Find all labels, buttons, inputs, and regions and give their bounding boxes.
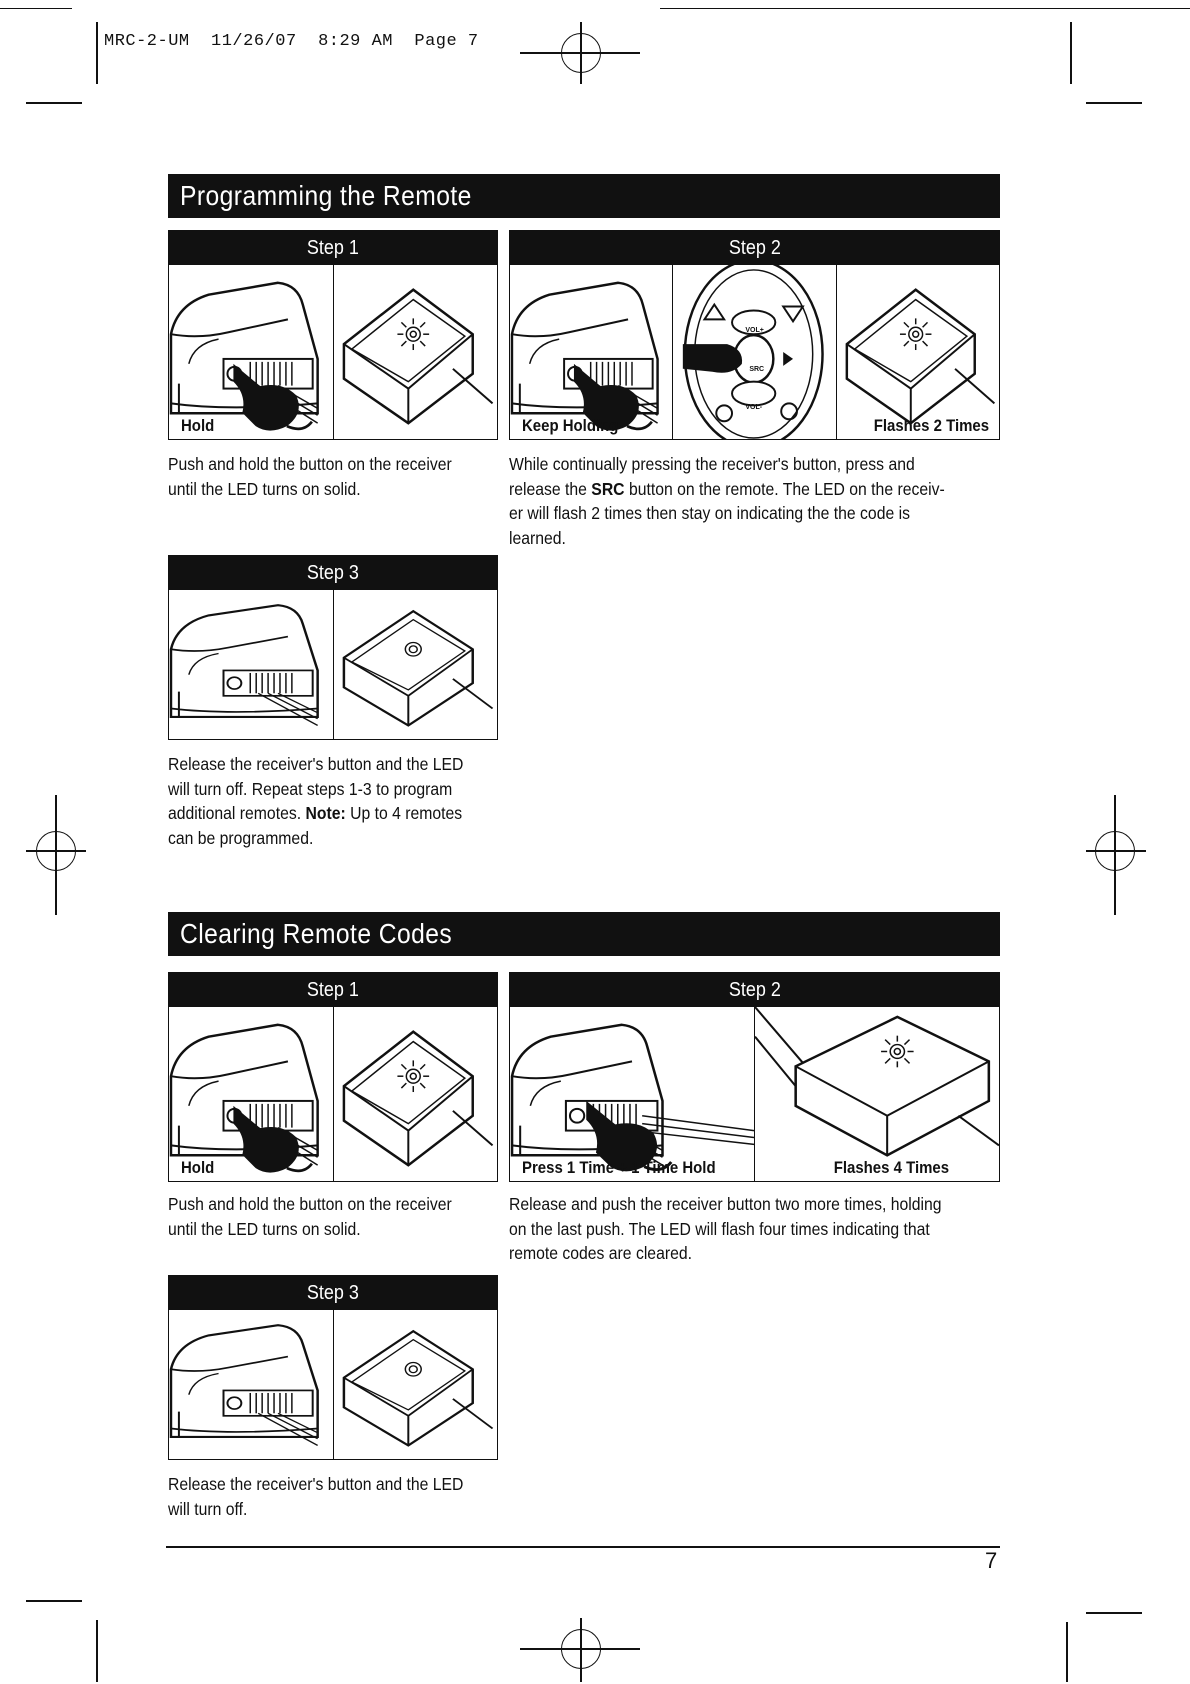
step-caption-left: Keep Holding: [522, 416, 632, 436]
clearing-step3-text: Release the receiver's button and the LE…: [168, 1472, 496, 1521]
programming-step1-panel: Step 1 Hold: [168, 230, 498, 440]
remote-illustration: VOL+ SRC VOL-: [673, 265, 836, 439]
slug-doc-id: MRC-2-UM: [104, 32, 190, 51]
registration-mark: [1095, 831, 1135, 871]
crop-mark: [26, 1600, 82, 1602]
remote-src-button: SRC: [749, 366, 764, 373]
slug-page: Page 7: [414, 32, 478, 51]
slug-time: 8:29 AM: [318, 32, 393, 51]
programming-step2-text: While continually pressing the receiver'…: [509, 452, 993, 550]
receiver-box-illustration: Flashes 4 Times: [755, 1007, 999, 1181]
remote-vol-down-button: VOL-: [745, 404, 762, 411]
step-label: Step 2: [510, 231, 999, 265]
step-caption: Hold: [181, 1158, 219, 1178]
section-title-programming: Programming the Remote: [168, 174, 1000, 218]
step-label: Step 3: [169, 556, 497, 590]
remote-vol-up-button: VOL+: [745, 327, 763, 334]
receiver-side-illustration: Keep Holding: [510, 265, 673, 439]
src-keyword: SRC: [591, 479, 624, 499]
section-title-clearing: Clearing Remote Codes: [168, 912, 1000, 956]
crop-mark: [26, 102, 82, 104]
receiver-box-illustration: [334, 1007, 498, 1181]
receiver-box-illustration: [334, 265, 498, 439]
crop-mark: [96, 22, 98, 84]
printer-slug: MRC-2-UM 11/26/07 8:29 AM Page 7: [104, 32, 479, 51]
crop-mark: [1066, 1622, 1068, 1682]
note-keyword: Note:: [305, 803, 345, 823]
crop-mark: [1070, 22, 1072, 84]
step-caption: Hold: [181, 416, 219, 436]
clearing-step1-text: Push and hold the button on the receiver…: [168, 1192, 483, 1241]
receiver-side-illustration: Hold: [169, 265, 334, 439]
step-caption-right: Flashes 4 Times: [818, 1158, 949, 1178]
clearing-step3-panel: Step 3: [168, 1275, 498, 1460]
clearing-step1-panel: Step 1 Hold: [168, 972, 498, 1182]
step-label: Step 1: [169, 231, 497, 265]
footer-rule: [166, 1546, 1000, 1548]
crop-mark: [96, 1620, 98, 1682]
programming-step1-text: Push and hold the button on the receiver…: [168, 452, 483, 501]
crop-mark: [0, 8, 72, 9]
receiver-side-illustration: [169, 590, 334, 739]
step-label: Step 1: [169, 973, 497, 1007]
programming-step2-panel: Step 2 Keep Holding VOL+: [509, 230, 1000, 440]
programming-step3-text: Release the receiver's button and the LE…: [168, 752, 496, 850]
receiver-box-illustration: [334, 590, 498, 739]
receiver-side-illustration: Hold: [169, 1007, 334, 1181]
registration-mark: [36, 831, 76, 871]
step-caption-left: Press 1 Time + 1 Time Hold: [522, 1158, 742, 1178]
registration-mark: [561, 33, 601, 73]
crop-mark: [1086, 102, 1142, 104]
crop-mark: [660, 8, 1190, 9]
crop-mark: [1086, 1612, 1142, 1614]
step-caption-right: Flashes 2 Times: [858, 416, 989, 436]
receiver-box-illustration: Flashes 2 Times: [837, 265, 999, 439]
receiver-side-illustration: [169, 1310, 334, 1459]
receiver-side-illustration: Press 1 Time + 1 Time Hold: [510, 1007, 755, 1181]
step-label: Step 3: [169, 1276, 497, 1310]
programming-step3-panel: Step 3: [168, 555, 498, 740]
clearing-step2-text: Release and push the receiver button two…: [509, 1192, 990, 1266]
step-label: Step 2: [510, 973, 999, 1007]
slug-date: 11/26/07: [211, 32, 297, 51]
receiver-box-illustration: [334, 1310, 498, 1459]
clearing-step2-panel: Step 2 Press 1 Time + 1 Time Hold Flashe…: [509, 972, 1000, 1182]
registration-mark: [561, 1629, 601, 1669]
page-number: 7: [985, 1548, 997, 1574]
